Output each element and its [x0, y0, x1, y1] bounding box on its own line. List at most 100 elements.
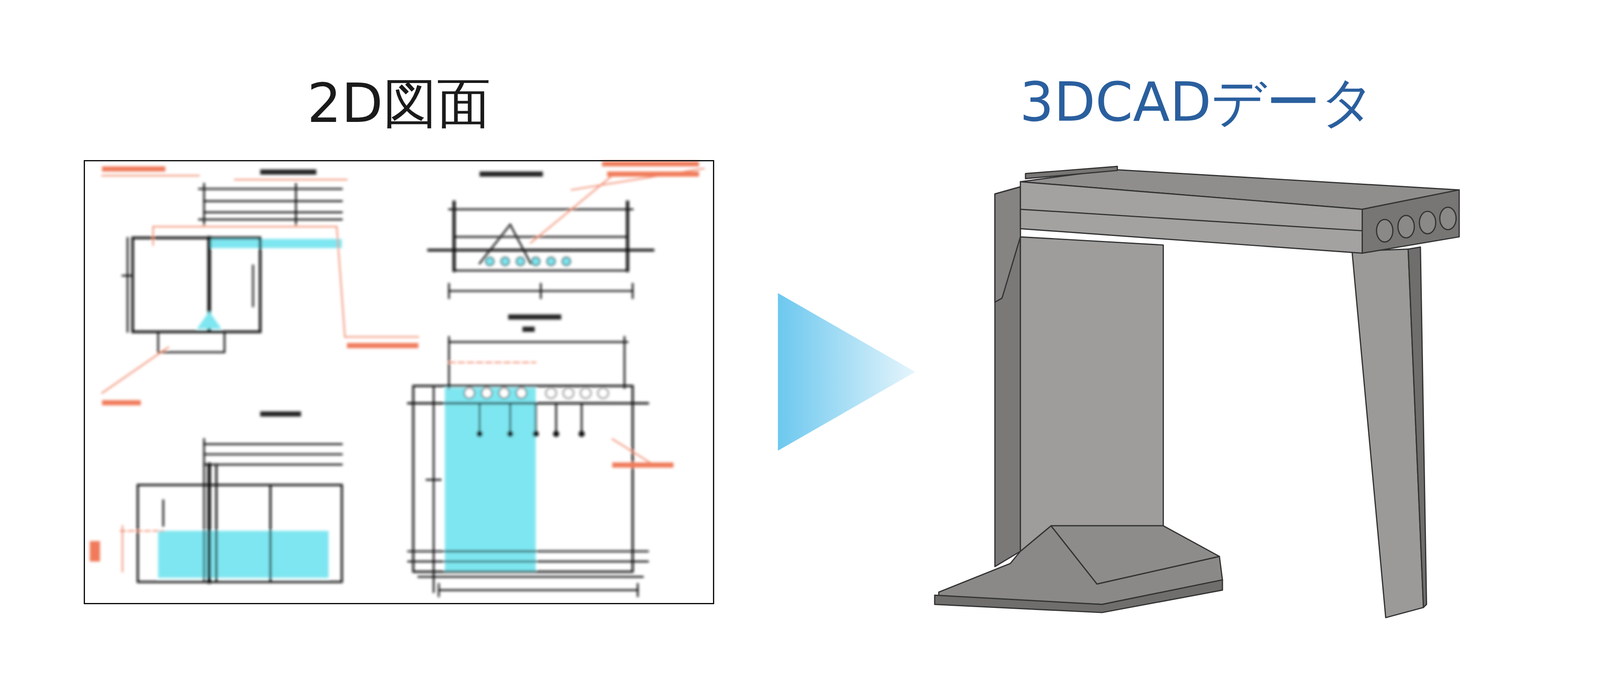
hollow-cores — [1376, 207, 1457, 243]
section-view-part — [196, 311, 222, 329]
elevation-view-part-part — [203, 438, 205, 582]
truss-view-part-part — [540, 283, 542, 298]
panel-heading: 2D図面 — [307, 70, 491, 136]
plan-view-part-part — [418, 575, 643, 578]
section-view-part-part — [158, 331, 225, 352]
plan-view-part-part — [509, 402, 512, 434]
drawing-sheet — [89, 161, 705, 597]
elevation-view-part-part — [121, 525, 124, 572]
plan-view-part-part — [563, 387, 574, 399]
plan-view-part — [476, 430, 585, 437]
elevation-view-part — [158, 530, 329, 578]
flow-arrow — [778, 293, 916, 451]
section-view-part-part — [203, 211, 342, 214]
elevation-view — [89, 411, 342, 582]
plan-view-part-part — [534, 402, 537, 434]
section-view-part — [209, 238, 342, 248]
truss-view-part-part — [453, 236, 628, 271]
truss-view-part-part — [516, 256, 525, 266]
plan-view-part — [612, 462, 674, 468]
plan-view-part-part — [413, 385, 633, 572]
section-view-part-part — [101, 174, 199, 177]
plan-view-part-part — [499, 387, 510, 399]
deck-ledge — [1025, 166, 1118, 179]
truss-view-part-part — [607, 171, 700, 177]
truss-view — [428, 161, 705, 299]
deck-end — [1362, 189, 1460, 254]
plan-view-part-part — [438, 583, 440, 597]
elevation-view-part-part — [203, 463, 342, 466]
elevation-view-part-part — [203, 443, 342, 445]
elevation-view-part-part — [269, 484, 272, 582]
hollow-cores-part — [1398, 215, 1415, 238]
elevation-view-part — [89, 540, 101, 562]
plan-view-part-part — [522, 326, 535, 332]
truss-view-part-part — [562, 256, 571, 266]
plan-view-part-part — [508, 314, 562, 320]
plan-view-part-part — [408, 560, 649, 563]
plan-view-part-part — [516, 387, 527, 399]
plan-view-part-part — [623, 336, 626, 388]
plan-view-part-part — [637, 583, 639, 597]
plan-view-part-part — [478, 402, 481, 434]
plan-view-part-part — [426, 478, 441, 481]
plan-view-part-part — [432, 387, 435, 592]
truss-view-part-part — [531, 256, 541, 266]
elevation-view-part-part — [215, 464, 218, 582]
truss-view-part-part — [601, 161, 699, 167]
elevation-view-part-part — [207, 464, 211, 582]
plan-view-part — [448, 362, 653, 465]
plan-view-part-part — [598, 387, 609, 399]
section-view-part-part — [101, 346, 169, 393]
model-panel: 3DCADデータ — [933, 168, 1462, 618]
elevation-view-part-part — [120, 530, 163, 532]
section-view — [101, 166, 419, 405]
elevation-view-part — [137, 438, 342, 582]
plan-view-part-part — [552, 430, 560, 437]
truss-view-part — [601, 161, 699, 177]
plan-view — [408, 314, 674, 596]
deck-side — [1020, 181, 1363, 253]
truss-view-part — [530, 168, 704, 243]
elevation-view-part — [120, 525, 163, 572]
section-view-part-part — [203, 200, 342, 202]
plan-view-part-part — [408, 550, 649, 552]
truss-view-part-part — [485, 256, 495, 266]
deck-step — [1020, 209, 1363, 231]
truss-view-part-part — [428, 248, 654, 252]
truss-view-part-part — [631, 283, 634, 298]
column-side — [1408, 247, 1427, 608]
plan-view-part — [444, 387, 536, 572]
plan-view-part-part — [481, 387, 493, 399]
section-view-part-part — [344, 336, 419, 338]
section-view-part-part — [101, 166, 166, 172]
section-view-part-part — [101, 400, 141, 405]
truss-view-part — [479, 171, 544, 177]
section-view-part-part — [132, 237, 261, 332]
plan-view-part — [508, 314, 562, 332]
haunch — [1051, 525, 1220, 584]
plan-view-part-part — [578, 430, 585, 437]
plan-view-part-part — [464, 387, 475, 399]
section-view-part-part — [122, 274, 133, 277]
truss-view-part-part — [571, 168, 705, 190]
abutment-side — [994, 186, 1021, 567]
elevation-view-part-part — [137, 484, 342, 582]
abutment-front — [1020, 236, 1164, 551]
plan-view-part-part — [532, 430, 539, 437]
truss-view-part-part — [448, 208, 633, 211]
section-view-part-part — [295, 183, 297, 225]
hollow-cores-part — [1419, 211, 1436, 234]
plan-view-part-part — [408, 402, 649, 405]
panel-heading: 3DCADデータ — [1019, 69, 1376, 135]
plan-view-part-part — [580, 402, 583, 434]
section-view-part-part — [234, 179, 347, 181]
section-view-part — [122, 183, 342, 352]
section-view-part — [101, 166, 419, 405]
truss-view-part-part — [546, 256, 556, 266]
plan-view-part-part — [476, 430, 483, 437]
bridge-3d-model — [934, 166, 1460, 618]
elevation-view-part-part — [203, 453, 342, 456]
elevation-view-part-part — [162, 499, 165, 526]
section-view-part — [260, 169, 317, 175]
